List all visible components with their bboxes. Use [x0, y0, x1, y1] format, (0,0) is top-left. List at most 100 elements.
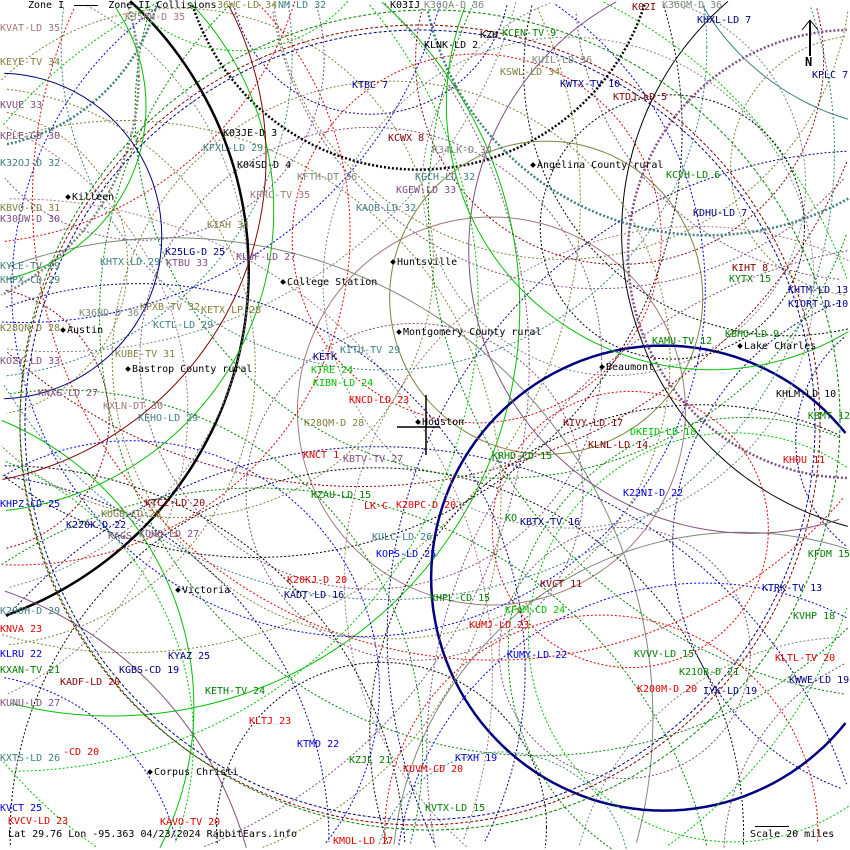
- station-label[interactable]: KUIL-LD 36: [532, 55, 593, 66]
- station-label[interactable]: K03JE-D 3: [223, 128, 278, 139]
- station-label[interactable]: KWWE-LD 19: [789, 675, 850, 686]
- station-label[interactable]: KETX-LP 28: [201, 305, 262, 316]
- station-label[interactable]: KVUE 33: [0, 100, 43, 111]
- station-label[interactable]: K1ORT-D 10: [788, 299, 849, 310]
- station-label[interactable]: KHPZ-CD 25: [0, 499, 61, 510]
- station-label[interactable]: K20KJ-D 20: [287, 575, 348, 586]
- station-label[interactable]: K20PC-D 20: [396, 500, 457, 511]
- station-label[interactable]: KTRK-TV 13: [762, 583, 823, 594]
- station-label[interactable]: KUMJ-LD 23: [469, 620, 530, 631]
- station-label[interactable]: KGEW-LD 33: [396, 185, 457, 196]
- station-label[interactable]: DKEID-LD 18: [630, 427, 697, 438]
- station-label[interactable]: KADT-LD 16: [284, 590, 345, 601]
- station-label[interactable]: KAOB-LD 32: [356, 203, 417, 214]
- station-label[interactable]: K02I: [632, 2, 657, 13]
- station-label[interactable]: K290H-D 29: [0, 606, 61, 617]
- station-label[interactable]: KNVA 23: [0, 624, 43, 635]
- station-label[interactable]: KHPX-CD 29: [0, 275, 61, 286]
- station-label[interactable]: KHTM-LD 13: [788, 285, 849, 296]
- station-label[interactable]: KPLE-CD 30: [0, 131, 61, 142]
- station-label[interactable]: K21OB-D 21: [679, 667, 740, 678]
- station-label[interactable]: KETK: [313, 352, 338, 363]
- station-label[interactable]: KEHO-LD 29: [138, 413, 199, 424]
- station-label[interactable]: KPXB-TV 32: [140, 302, 201, 313]
- station-label[interactable]: KPLC 7: [812, 70, 849, 81]
- station-label[interactable]: K35PH-D 35: [125, 12, 186, 23]
- station-label[interactable]: K200M-D 20: [637, 684, 698, 695]
- station-label[interactable]: KVCV-LD 23: [8, 816, 69, 827]
- station-label[interactable]: K32OJ-D 32: [0, 158, 61, 169]
- station-label[interactable]: K36QM-D 36: [662, 0, 723, 11]
- station-label[interactable]: KVVV-LD 15: [634, 649, 695, 660]
- station-label[interactable]: KHPL-CD 15: [430, 593, 491, 604]
- station-label[interactable]: KAGS: [108, 531, 133, 542]
- station-label[interactable]: KZAU-LD 15: [311, 490, 372, 501]
- station-label[interactable]: KNCD-LD 23: [349, 395, 410, 406]
- station-label[interactable]: KFXL-LD 29: [203, 143, 264, 154]
- station-label[interactable]: KLNL-LD 14: [588, 440, 649, 451]
- station-label[interactable]: K36QA-D 36: [424, 0, 485, 11]
- station-label[interactable]: KO: [505, 513, 518, 524]
- station-label[interactable]: KZH: [480, 30, 499, 41]
- station-label[interactable]: KVTX-LD 15: [425, 803, 486, 814]
- station-label[interactable]: KNCT 1: [303, 450, 340, 461]
- station-label[interactable]: KULC-LD 26: [372, 532, 433, 543]
- station-label[interactable]: KRHD-CD 15: [492, 451, 553, 462]
- station-label[interactable]: KTDJ-LD 5: [613, 92, 668, 103]
- station-label[interactable]: KHOU 11: [783, 455, 826, 466]
- station-label[interactable]: KGCH-LD 32: [415, 172, 476, 183]
- station-label[interactable]: KHTX-LD 29: [100, 257, 161, 268]
- station-label[interactable]: -CD 20: [63, 747, 100, 758]
- station-label[interactable]: KYAZ 25: [168, 651, 211, 662]
- station-label[interactable]: KTBU 33: [166, 258, 209, 269]
- station-label[interactable]: KAVO-TV 20: [160, 817, 221, 828]
- station-label[interactable]: KCTL-LD 29: [153, 320, 214, 331]
- station-label[interactable]: K03IJ: [390, 0, 421, 11]
- station-label[interactable]: K04SD-D 4: [237, 160, 292, 171]
- station-label[interactable]: KFDM 15: [807, 549, 850, 560]
- station-label[interactable]: KBTV-TV 27: [343, 454, 404, 465]
- station-label[interactable]: K25LG-D 25: [165, 247, 226, 258]
- station-label[interactable]: KTRE 24: [311, 365, 354, 376]
- station-label[interactable]: KBHO-LD 9: [725, 329, 780, 340]
- station-label[interactable]: KXLN-DT 30: [103, 401, 164, 412]
- station-label[interactable]: KVAT-LD 35: [0, 23, 61, 34]
- station-label[interactable]: KCVH-LD 6: [666, 170, 721, 181]
- station-label[interactable]: KUVM-CD 20: [403, 764, 464, 775]
- station-label[interactable]: KVCT 25: [0, 803, 43, 814]
- station-label[interactable]: K220K-D 22: [66, 520, 127, 531]
- station-label[interactable]: KIBN-LD 24: [313, 378, 374, 389]
- station-label[interactable]: KVHP 18: [793, 611, 836, 622]
- station-label[interactable]: KXAN-TV 21: [0, 665, 61, 676]
- station-label[interactable]: KGBS-CD 19: [119, 665, 180, 676]
- station-label[interactable]: KFAM-CD 24: [505, 605, 566, 616]
- station-label[interactable]: KITU-TV 29: [340, 345, 401, 356]
- station-label[interactable]: KETH-TV 24: [205, 686, 266, 697]
- station-label[interactable]: KADF-LD 20: [60, 677, 121, 688]
- station-label[interactable]: KUNU-LD 27: [0, 698, 61, 709]
- station-label[interactable]: KMOL-LD 17: [333, 836, 394, 847]
- station-label[interactable]: KLUF-LD 27: [236, 252, 297, 263]
- station-label[interactable]: KHXL-LD 7: [697, 15, 752, 26]
- station-label[interactable]: K36ND-D 36: [79, 308, 140, 319]
- station-label[interactable]: KAMU-TV 12: [652, 336, 713, 347]
- station-label[interactable]: K28QN-D 28: [0, 323, 61, 334]
- station-label[interactable]: KOZY-LD 33: [0, 356, 61, 367]
- station-label[interactable]: KTCZ-LD 20: [145, 498, 206, 509]
- station-label[interactable]: KPRC-TV 35: [250, 190, 311, 201]
- station-label[interactable]: KVCT 11: [540, 579, 583, 590]
- station-label[interactable]: KLTL-TV 20: [775, 653, 836, 664]
- station-label[interactable]: KHLM-LD 10: [776, 389, 837, 400]
- station-label[interactable]: KIVY-LD 17: [563, 418, 624, 429]
- station-label[interactable]: KIAH 34: [207, 220, 250, 231]
- station-label[interactable]: KYLE-TV 29: [0, 261, 61, 272]
- station-label[interactable]: KLNK-LD 2: [424, 40, 479, 51]
- station-label[interactable]: KTMD 22: [297, 739, 340, 750]
- station-label[interactable]: KXTS-LD 26: [0, 753, 61, 764]
- station-label[interactable]: KNXG-LD 27: [38, 388, 99, 399]
- station-label[interactable]: KQHO-LD 27: [139, 529, 200, 540]
- station-label[interactable]: KUMY-LD 22: [507, 650, 568, 661]
- station-label[interactable]: KUBE-TV 31: [115, 349, 176, 360]
- station-label[interactable]: 36WC-LD 34: [217, 0, 278, 11]
